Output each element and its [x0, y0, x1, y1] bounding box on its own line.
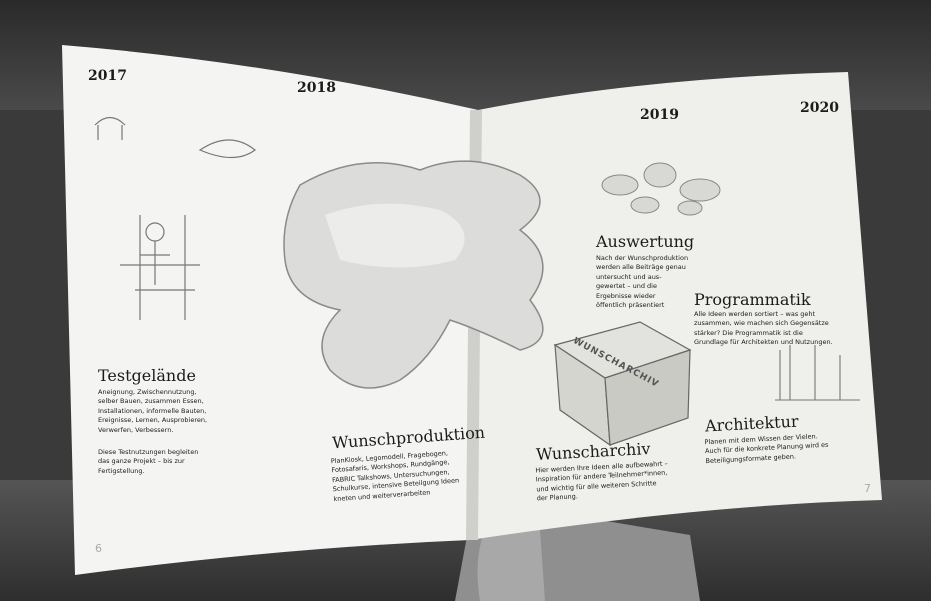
note-testgelaende: Diese Testnutzungen begleiten das ganze …	[98, 448, 268, 476]
heading-auswertung: Auswertung	[596, 232, 694, 251]
page-number-left: 6	[95, 542, 102, 555]
text-programmatik: Alle Ideen werden sortiert – was geht zu…	[694, 310, 859, 348]
page-number-right: 7	[864, 482, 871, 495]
year-label-2017: 2017	[88, 68, 127, 84]
text-auswertung: Nach der Wunschproduktion werden alle Be…	[596, 254, 706, 311]
text-testgelaende: Aneignung, Zwischennutzung, selber Bauen…	[98, 388, 268, 435]
year-label-2019: 2019	[640, 107, 679, 123]
heading-testgelaende: Testgelände	[98, 366, 196, 385]
year-label-2018: 2018	[297, 80, 336, 96]
blob-highlight	[325, 204, 465, 268]
heading-programmatik: Programmatik	[694, 290, 811, 309]
year-label-2020: 2020	[800, 100, 839, 116]
